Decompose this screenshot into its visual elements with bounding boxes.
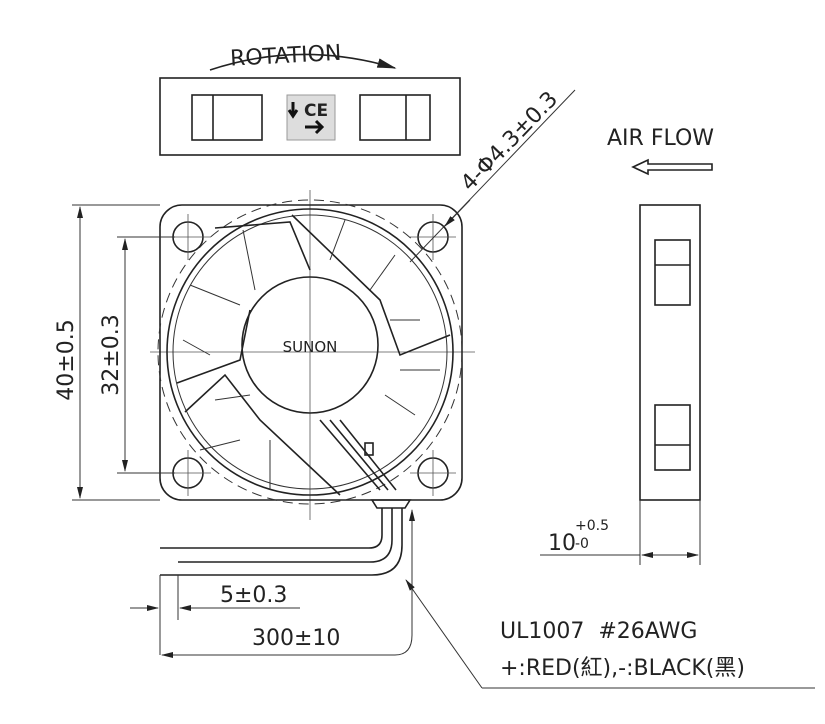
dim-holes: 4-Φ4.3±0.3 bbox=[409, 87, 576, 263]
svg-text:40±0.5: 40±0.5 bbox=[54, 319, 79, 400]
wire-channel bbox=[319, 419, 412, 509]
ce-logo-icon: CE bbox=[286, 94, 336, 141]
svg-text:CE: CE bbox=[304, 101, 328, 121]
dim-height-32: 32±0.3 bbox=[99, 236, 175, 474]
fan-blades bbox=[182, 219, 440, 490]
airflow-label: AIR FLOW bbox=[607, 126, 714, 151]
dim-height-40: 40±0.5 bbox=[54, 204, 160, 501]
airflow-arrow-icon bbox=[631, 158, 713, 176]
lead-wires bbox=[160, 508, 403, 576]
brand-label: SUNON bbox=[283, 338, 338, 356]
svg-text:32±0.3: 32±0.3 bbox=[99, 314, 124, 395]
dim-lead: 300±10 bbox=[161, 509, 415, 658]
wire-spec: UL1007 #26AWG bbox=[500, 619, 697, 644]
svg-text:4-Φ4.3±0.3: 4-Φ4.3±0.3 bbox=[456, 87, 563, 196]
svg-text:-0: -0 bbox=[575, 536, 589, 552]
front-view: SUNON bbox=[150, 190, 475, 520]
rotation-arrow-icon bbox=[209, 53, 397, 71]
svg-text:300±10: 300±10 bbox=[252, 626, 340, 651]
svg-text:+0.5: +0.5 bbox=[575, 518, 609, 534]
svg-text:10: 10 bbox=[548, 531, 576, 556]
rotation-label: ROTATION bbox=[229, 41, 342, 72]
fan-hub bbox=[241, 276, 379, 414]
side-view: AIR FLOW 10 +0.5 -0 bbox=[540, 126, 714, 565]
top-view-body bbox=[159, 77, 461, 156]
top-view: ROTATION CE bbox=[159, 41, 461, 156]
svg-text:5±0.3: 5±0.3 bbox=[220, 583, 287, 608]
fan-shroud bbox=[166, 208, 454, 496]
fan-struts bbox=[176, 214, 451, 496]
wire-colors: +:RED(紅),-:BLACK(黑) bbox=[500, 656, 745, 681]
wire-note: UL1007 #26AWG +:RED(紅),-:BLACK(黑) bbox=[405, 579, 815, 689]
